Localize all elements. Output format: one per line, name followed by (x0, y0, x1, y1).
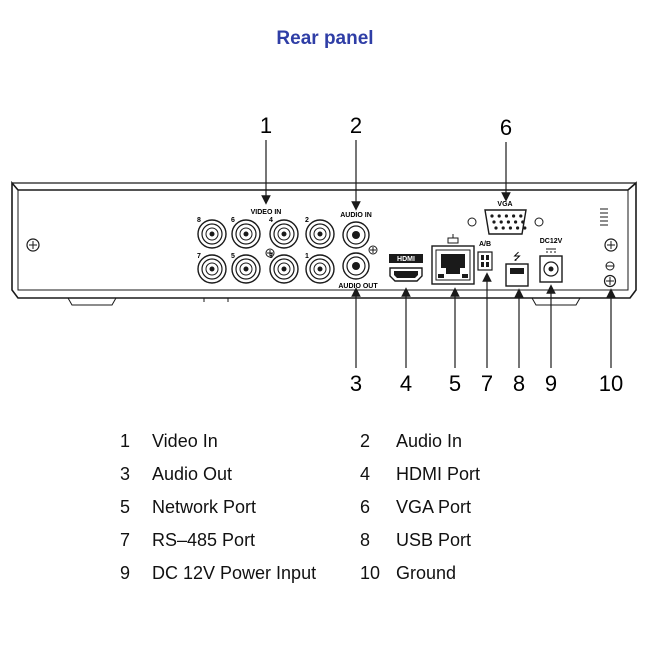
screw-left (26, 238, 40, 252)
channel-number: 6 (231, 217, 235, 224)
video-in-connectors (197, 219, 335, 284)
channel-number: 2 (305, 217, 309, 224)
legend-number: 2 (360, 431, 371, 451)
legend-number: 10 (360, 563, 381, 583)
bnc-connector (305, 254, 335, 284)
rs485-label: A/B (479, 241, 491, 248)
bnc-connector (197, 254, 227, 284)
audio-in-label: AUDIO IN (340, 212, 372, 219)
legend-number: 7 (120, 530, 131, 550)
audio-out-label: AUDIO OUT (338, 283, 378, 290)
legend-label: VGA Port (396, 497, 472, 517)
legend-label: USB Port (396, 530, 472, 550)
callout-lines (261, 140, 616, 368)
hdmi-logo: HDMI (389, 254, 423, 263)
channel-numbers-top: 8 6 4 2 (197, 217, 309, 224)
channel-number: 5 (231, 253, 235, 260)
hdmi-logo-text: HDMI (397, 256, 415, 263)
callout-number: 6 (500, 115, 512, 140)
dc-label: DC12V (540, 238, 563, 245)
bnc-connector (305, 219, 335, 249)
usb-port (505, 263, 529, 287)
bnc-connector (231, 254, 261, 284)
callout-number: 3 (350, 371, 362, 396)
chassis-panel (17, 189, 629, 291)
callout-number: 10 (599, 371, 623, 396)
legend-label: Audio Out (152, 464, 233, 484)
legend-number: 4 (360, 464, 371, 484)
legend-number: 5 (120, 497, 131, 517)
legend-number: 8 (360, 530, 371, 550)
callout-number: 1 (260, 113, 272, 138)
channel-number: 4 (269, 217, 273, 224)
dc-polarity-icon (546, 248, 556, 253)
vga-label: VGA (497, 201, 512, 208)
legend-label: Audio In (396, 431, 463, 451)
bnc-connector (231, 219, 261, 249)
diagram-title: Rear panel (276, 28, 374, 49)
channel-number: 1 (305, 253, 309, 260)
network-icon (447, 234, 459, 244)
ground-icon (605, 261, 615, 271)
legend-number: 6 (360, 497, 371, 517)
legend-number: 1 (120, 431, 131, 451)
audio-out-connector (342, 252, 370, 280)
screw-right (604, 238, 618, 252)
channel-number: 7 (197, 253, 201, 260)
vga-port (467, 209, 544, 235)
callout-number: 4 (400, 371, 412, 396)
legend-label: Video In (152, 431, 218, 451)
bnc-connector (269, 219, 299, 249)
video-in-label: VIDEO IN (251, 209, 282, 216)
dc-power-port (539, 255, 563, 283)
audio-in-connector (342, 221, 370, 249)
bnc-connector (269, 254, 299, 284)
legend-label: Network Port (152, 497, 257, 517)
callout-number: 5 (449, 371, 461, 396)
legend-number: 9 (120, 563, 131, 583)
legend-label: DC 12V Power Input (152, 563, 317, 583)
rs485-port (477, 251, 493, 271)
audio-ground-icon (368, 245, 378, 255)
network-port (431, 245, 475, 285)
foot-left (67, 297, 117, 306)
video-ground-icon (265, 248, 275, 258)
vent-slits (600, 208, 608, 226)
bnc-connector (197, 219, 227, 249)
callout-number: 7 (481, 371, 493, 396)
ground-terminal (603, 274, 617, 288)
callout-number: 9 (545, 371, 557, 396)
legend-label: RS–485 Port (152, 530, 256, 550)
legend-label: Ground (396, 563, 457, 583)
channel-number: 8 (197, 217, 201, 224)
callout-number: 8 (513, 371, 525, 396)
legend-number: 3 (120, 464, 131, 484)
callout-number: 2 (350, 113, 362, 138)
usb-symbol: ⭍ (513, 251, 521, 263)
legend-label: HDMI Port (396, 464, 481, 484)
foot-right (531, 297, 581, 306)
